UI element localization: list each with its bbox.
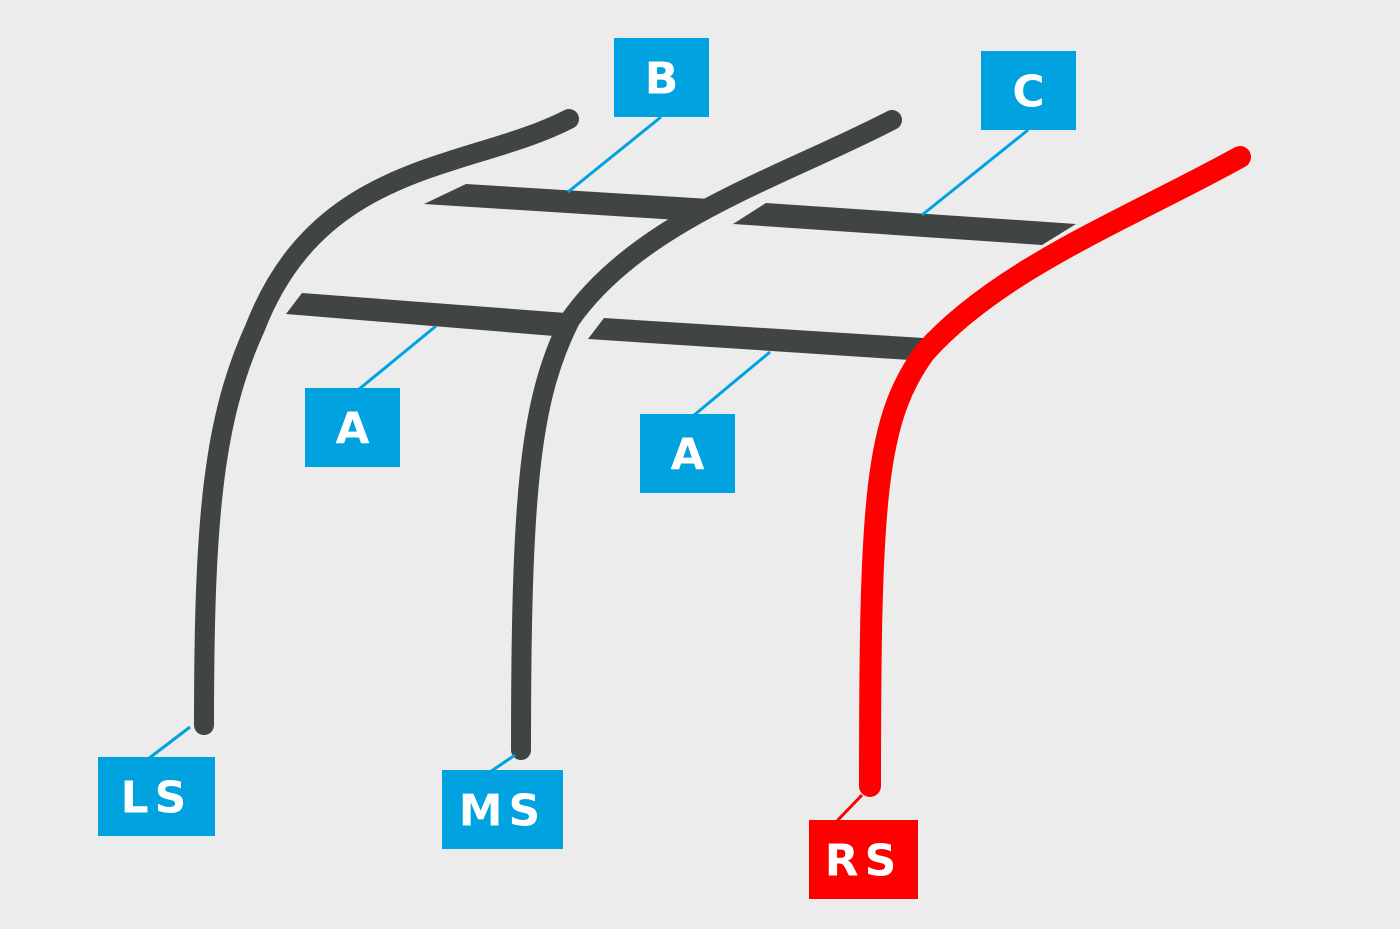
leader-ms	[489, 753, 516, 774]
leader-rs	[834, 793, 864, 824]
bar-b	[424, 184, 710, 220]
label-ls-text: LS	[121, 773, 193, 824]
label-ms: MS	[442, 770, 563, 849]
bar-a-right	[588, 318, 924, 360]
pole-ls	[194, 109, 579, 735]
label-a-left: A	[305, 388, 400, 467]
label-a-left-text: A	[335, 404, 369, 455]
leader-b	[567, 115, 662, 194]
pole-rs	[859, 146, 1251, 797]
label-b-text: B	[645, 54, 679, 105]
label-c-text: C	[1012, 67, 1044, 118]
label-a-right-text: A	[670, 430, 704, 481]
label-a-right: A	[640, 414, 735, 493]
bar-a-left	[286, 293, 566, 336]
label-b: B	[614, 38, 709, 117]
label-rs-text: RS	[825, 836, 903, 887]
label-rs: RS	[809, 820, 918, 899]
leader-a-left	[357, 324, 437, 392]
bar-c	[733, 203, 1076, 245]
label-ms-text: MS	[459, 786, 546, 837]
label-c: C	[981, 51, 1076, 130]
leader-ls	[147, 725, 191, 761]
leader-c	[921, 128, 1029, 217]
leader-a-right	[692, 350, 771, 418]
pole-ms	[511, 110, 902, 760]
label-ls: LS	[98, 757, 215, 836]
